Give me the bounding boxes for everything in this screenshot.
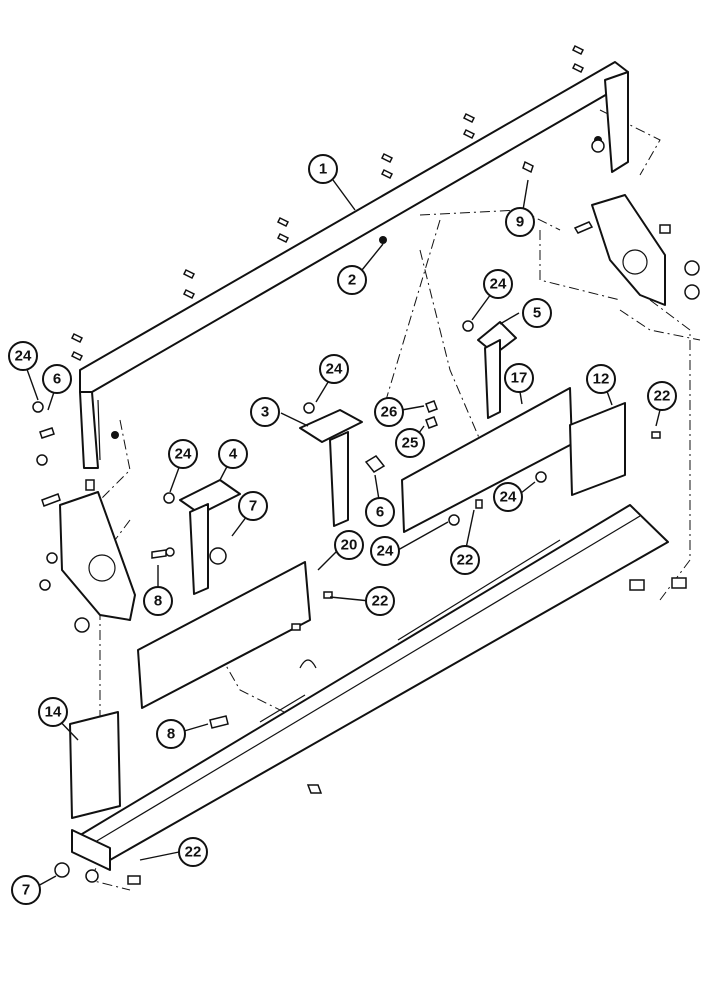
callout-22-center-left: 22 — [365, 586, 395, 616]
callout-17: 17 — [504, 363, 534, 393]
svg-text:24: 24 — [500, 489, 517, 506]
callout-8-lower: 8 — [156, 719, 186, 749]
bottom-trough — [54, 504, 687, 885]
small-hardware — [32, 320, 661, 631]
callout-24-panel-left: 24 — [370, 536, 400, 566]
svg-text:6: 6 — [53, 371, 61, 388]
callout-2: 2 — [337, 265, 367, 295]
support-posts — [151, 321, 517, 595]
svg-text:17: 17 — [511, 370, 528, 387]
callout-7-lower: 7 — [11, 875, 41, 905]
svg-text:22: 22 — [372, 593, 389, 610]
callout-4: 4 — [218, 439, 248, 469]
callout-7-upper: 7 — [238, 491, 268, 521]
callout-22-center: 22 — [450, 545, 480, 575]
right-side-plate — [522, 139, 700, 306]
svg-text:1: 1 — [319, 161, 327, 178]
callout-6-center: 6 — [365, 497, 395, 527]
callout-balloons: 1 2 3 4 5 6 6 7 7 8 8 9 12 14 17 20 22 2… — [8, 154, 677, 905]
svg-text:8: 8 — [154, 593, 162, 610]
callout-24-post-4: 24 — [168, 439, 198, 469]
callout-24-panel-right: 24 — [493, 482, 523, 512]
callout-8-upper: 8 — [143, 586, 173, 616]
svg-text:5: 5 — [533, 305, 541, 322]
callout-12: 12 — [586, 364, 616, 394]
callout-5: 5 — [522, 298, 552, 328]
svg-text:9: 9 — [516, 214, 524, 231]
callout-25: 25 — [395, 428, 425, 458]
callout-20: 20 — [334, 530, 364, 560]
panels — [69, 387, 626, 819]
callout-26: 26 — [374, 397, 404, 427]
callout-24-post-5: 24 — [483, 269, 513, 299]
callout-3: 3 — [250, 397, 280, 427]
callout-22-bottom: 22 — [178, 837, 208, 867]
svg-text:24: 24 — [326, 361, 343, 378]
svg-text:7: 7 — [22, 882, 30, 899]
svg-text:14: 14 — [45, 704, 62, 721]
svg-text:24: 24 — [175, 446, 192, 463]
svg-text:22: 22 — [185, 844, 202, 861]
callout-1: 1 — [308, 154, 338, 184]
svg-text:26: 26 — [381, 404, 398, 421]
svg-text:24: 24 — [490, 276, 507, 293]
svg-text:25: 25 — [402, 435, 419, 452]
callout-22-right: 22 — [647, 381, 677, 411]
svg-text:20: 20 — [341, 537, 358, 554]
svg-text:24: 24 — [377, 543, 394, 560]
callout-9: 9 — [505, 207, 535, 237]
top-bolts — [70, 44, 585, 362]
svg-text:7: 7 — [249, 498, 257, 515]
svg-text:3: 3 — [261, 404, 269, 421]
top-beam — [79, 61, 629, 469]
svg-text:22: 22 — [457, 552, 474, 569]
svg-text:24: 24 — [15, 348, 32, 365]
svg-text:12: 12 — [593, 371, 610, 388]
callout-24-post-3: 24 — [319, 354, 349, 384]
left-side-plate — [36, 427, 136, 633]
svg-text:6: 6 — [376, 504, 384, 521]
callout-24-far-left: 24 — [8, 341, 38, 371]
svg-text:22: 22 — [654, 388, 671, 405]
callout-6-left: 6 — [42, 364, 72, 394]
svg-text:8: 8 — [167, 726, 175, 743]
svg-text:2: 2 — [348, 272, 356, 289]
svg-text:4: 4 — [229, 446, 238, 463]
callout-14: 14 — [38, 697, 68, 727]
